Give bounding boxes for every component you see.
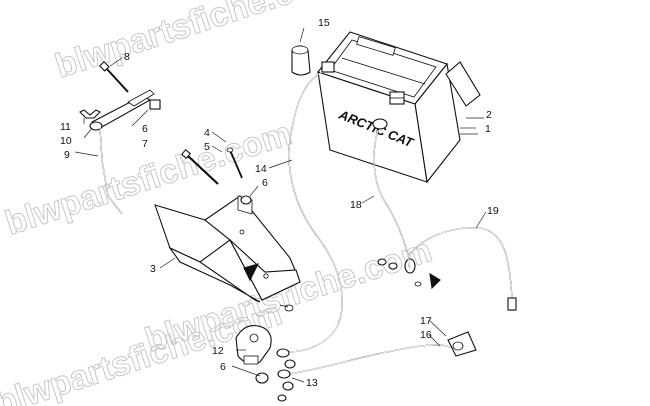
battery-bracket	[154, 195, 301, 303]
battery-label-decal	[445, 61, 481, 107]
cable-boot	[447, 331, 477, 357]
callout-8: 8	[124, 51, 130, 63]
hold-down-strap	[79, 60, 161, 215]
ground-cable	[407, 227, 517, 311]
callout-12: 12	[212, 345, 224, 357]
callout-2: 2	[486, 109, 492, 121]
leader-lines	[74, 27, 487, 383]
callout-labels: 1 2 3 4 5 6 6 6 7 8 9 10 11 12 13 14 15 …	[60, 17, 499, 389]
bracket-fasteners	[240, 195, 294, 312]
solenoid-nuts	[255, 359, 296, 402]
callout-3: 3	[150, 263, 156, 275]
callout-1: 1	[485, 123, 491, 135]
callout-9: 9	[64, 149, 70, 161]
starter-cable	[277, 344, 453, 379]
battery: ARCTIC CAT	[317, 31, 461, 184]
callout-14: 14	[255, 163, 267, 175]
callout-5: 5	[204, 141, 210, 153]
callout-6-solenoid: 6	[220, 361, 226, 373]
negative-cable	[372, 118, 416, 274]
callout-10: 10	[60, 135, 72, 147]
callout-6-bracket: 6	[262, 177, 268, 189]
callout-16: 16	[420, 329, 432, 341]
callout-4: 4	[204, 127, 210, 139]
terminal-cap	[291, 45, 311, 76]
callout-15: 15	[318, 17, 330, 29]
callout-13: 13	[306, 377, 318, 389]
starter-solenoid	[235, 325, 272, 365]
bracket-bolts	[180, 147, 243, 185]
callout-7: 7	[142, 138, 148, 150]
ground-hardware	[377, 258, 441, 290]
positive-cable	[276, 71, 343, 358]
callout-6-strap: 6	[142, 123, 148, 135]
callout-18: 18	[350, 199, 362, 211]
callout-17: 17	[420, 315, 432, 327]
callout-19: 19	[487, 205, 499, 217]
callout-11: 11	[60, 121, 71, 133]
